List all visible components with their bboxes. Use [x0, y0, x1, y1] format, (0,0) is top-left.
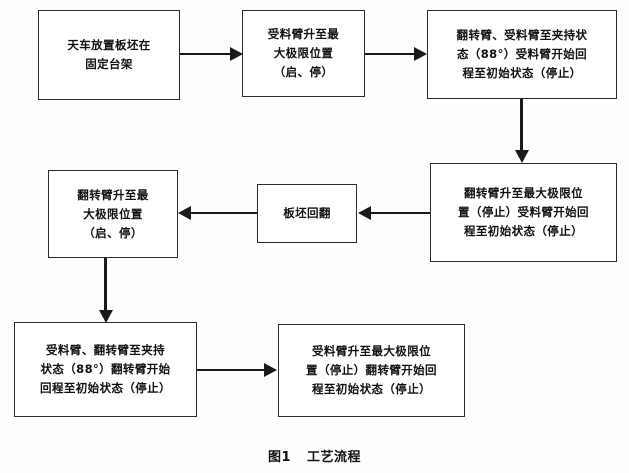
flow-node-7-line-2: 状态（88°）翻转臂开始 — [40, 362, 171, 376]
edge-n6-n7-arrowhead-icon — [98, 310, 113, 323]
flow-node-4-line-3: 程至初始状态（停止） — [464, 224, 583, 238]
flow-node-7-line-3: 回程至初始状态（停止） — [40, 381, 171, 395]
flow-node-6-line-2: 大极限位置 — [83, 206, 143, 221]
flow-node-2-line-3: （启、停） — [273, 65, 334, 79]
flow-node-6-line-1: 翻转臂升至最 — [77, 187, 149, 202]
flow-node-5-line-1: 板坯回翻 — [283, 206, 331, 220]
flow-node-6-line-3: （启、停） — [83, 225, 143, 240]
flow-node-6[interactable]: 翻转臂升至最 大极限位置 （启、停） — [48, 170, 178, 258]
figure-caption: 图1 工艺流程 — [0, 446, 629, 465]
flow-node-7[interactable]: 受料臂、翻转臂至夹持 状态（88°）翻转臂开始 回程至初始状态（停止） — [14, 322, 197, 417]
flow-node-2[interactable]: 受料臂升至最 大极限位置 （启、停） — [242, 10, 365, 97]
flow-node-8-line-2: 置（停止）翻转臂开始回 — [306, 363, 437, 377]
flow-node-4-line-1: 翻转臂升至最大极限位 — [464, 186, 583, 200]
flow-node-5[interactable]: 板坯回翻 — [257, 184, 357, 243]
edge-n3-n4-line — [520, 99, 523, 152]
edge-n5-n6-line — [190, 212, 257, 215]
edge-n5-n6-arrowhead-icon — [178, 206, 191, 220]
flow-node-2-line-1: 受料臂升至最 — [267, 27, 340, 41]
flow-node-2-line-2: 大极限位置 — [273, 46, 334, 60]
flow-node-8[interactable]: 受料臂升至最大极限位 置（停止）翻转臂开始回 程至初始状态（停止） — [278, 324, 465, 417]
edge-n7-n8-arrowhead-icon — [264, 363, 277, 377]
edge-n2-n3-arrowhead-icon — [414, 47, 427, 61]
edge-n7-n8-line — [197, 369, 266, 372]
edge-n6-n7-line — [104, 258, 107, 312]
flow-node-4-line-2: 置（停止）受料臂开始回 — [458, 205, 589, 219]
figure-caption-label: 图1 — [267, 450, 292, 465]
flow-node-1-line-1: 天车放置板坯在 — [67, 38, 151, 52]
flow-node-4[interactable]: 翻转臂升至最大极限位 置（停止）受料臂开始回 程至初始状态（停止） — [430, 163, 617, 262]
edge-n2-n3-line — [365, 53, 416, 56]
edge-n1-n2-arrowhead-icon — [230, 47, 243, 61]
flow-node-1[interactable]: 天车放置板坯在 固定台架 — [38, 10, 180, 100]
flow-node-3-line-3: 程至初始状态（停止） — [462, 66, 582, 80]
flow-node-3[interactable]: 翻转臂、受料臂至夹持状 态（88°）受料臂开始回 程至初始状态（停止） — [427, 10, 617, 99]
edge-n3-n4-arrowhead-icon — [514, 150, 529, 163]
figure-caption-title: 工艺流程 — [307, 450, 362, 465]
flow-node-3-line-2: 态（88°）受料臂开始回 — [456, 47, 588, 61]
flow-node-7-line-1: 受料臂、翻转臂至夹持 — [46, 343, 165, 357]
edge-n1-n2-line — [180, 53, 232, 56]
edge-n4-n5-line — [370, 212, 430, 215]
flow-node-3-line-1: 翻转臂、受料臂至夹持状 — [456, 28, 588, 42]
edge-n4-n5-arrowhead-icon — [358, 206, 371, 220]
flow-node-8-line-3: 程至初始状态（停止） — [312, 382, 431, 396]
flow-node-8-line-1: 受料臂升至最大极限位 — [312, 344, 431, 358]
flow-node-1-line-2: 固定台架 — [85, 57, 133, 71]
